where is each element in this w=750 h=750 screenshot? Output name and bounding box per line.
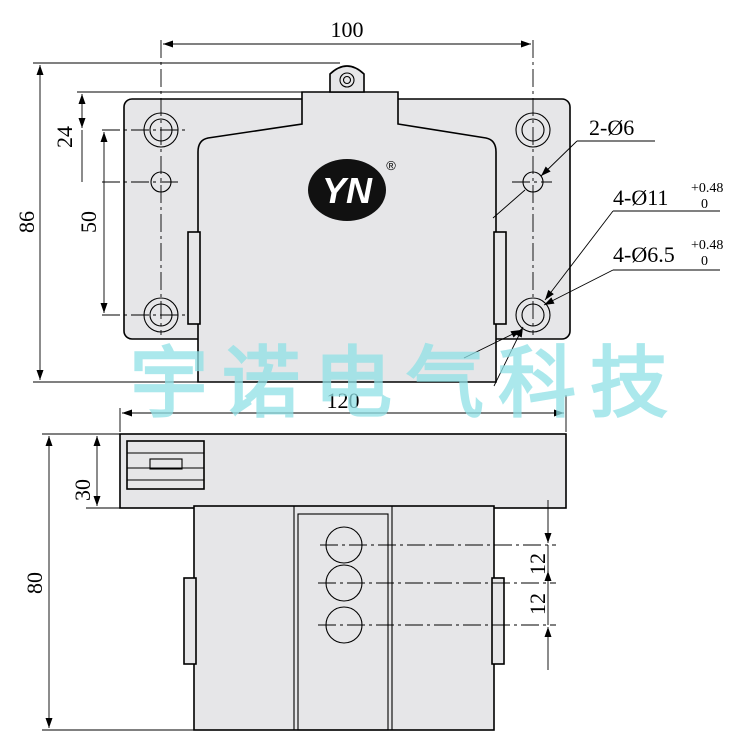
note-mount-holes: 4-Ø6.5: [613, 242, 675, 267]
logo-text: YN: [322, 170, 373, 211]
dim-base-width: 120: [327, 388, 360, 413]
side-left-lug: [183, 577, 197, 665]
side-lower-housing: [193, 505, 495, 731]
top-left-lug: [187, 231, 201, 325]
note-counterbore-tol-lower: 0: [701, 197, 708, 212]
dim-overall-height: 86: [14, 211, 39, 233]
note-mount-holes-tol-lower: 0: [701, 254, 708, 269]
top-cover: [197, 91, 497, 383]
pivot-ear: [329, 65, 365, 93]
note-small-holes: 2-Ø6: [589, 115, 634, 140]
leader-notes: 2-Ø6 4-Ø11 +0.48 0 4-Ø6.5 +0.48 0: [463, 115, 723, 387]
dim-port-pitch-2: 12: [525, 593, 550, 615]
side-view: [119, 433, 567, 731]
top-view: YN ®: [102, 40, 571, 383]
note-counterbore-tol-upper: +0.48: [691, 181, 723, 196]
note-counterbore-main: 4-Ø11: [613, 185, 668, 210]
dim-lower-height: 80: [22, 572, 47, 594]
dim-hole-offset: 24: [52, 126, 77, 148]
note-counterbore: 4-Ø11: [613, 185, 668, 210]
pivot-hole: [339, 72, 355, 88]
top-right-lug: [493, 231, 507, 325]
registered-mark: ®: [386, 158, 396, 173]
dim-port-pitch-1: 12: [525, 553, 550, 575]
side-right-lug: [491, 577, 505, 665]
dim-top-width: 100: [331, 17, 364, 42]
brand-logo: YN ®: [308, 158, 396, 221]
note-mount-holes-main: 4-Ø6.5: [613, 242, 675, 267]
watermark: 宇诺电气科技: [130, 339, 682, 429]
dim-base-height: 30: [70, 479, 95, 501]
dimension-lines: 100 86 24 50 120 30 80 12 12: [14, 17, 567, 731]
dim-hole-pitch: 50: [76, 211, 101, 233]
note-mount-holes-tol-upper: +0.48: [691, 238, 723, 253]
